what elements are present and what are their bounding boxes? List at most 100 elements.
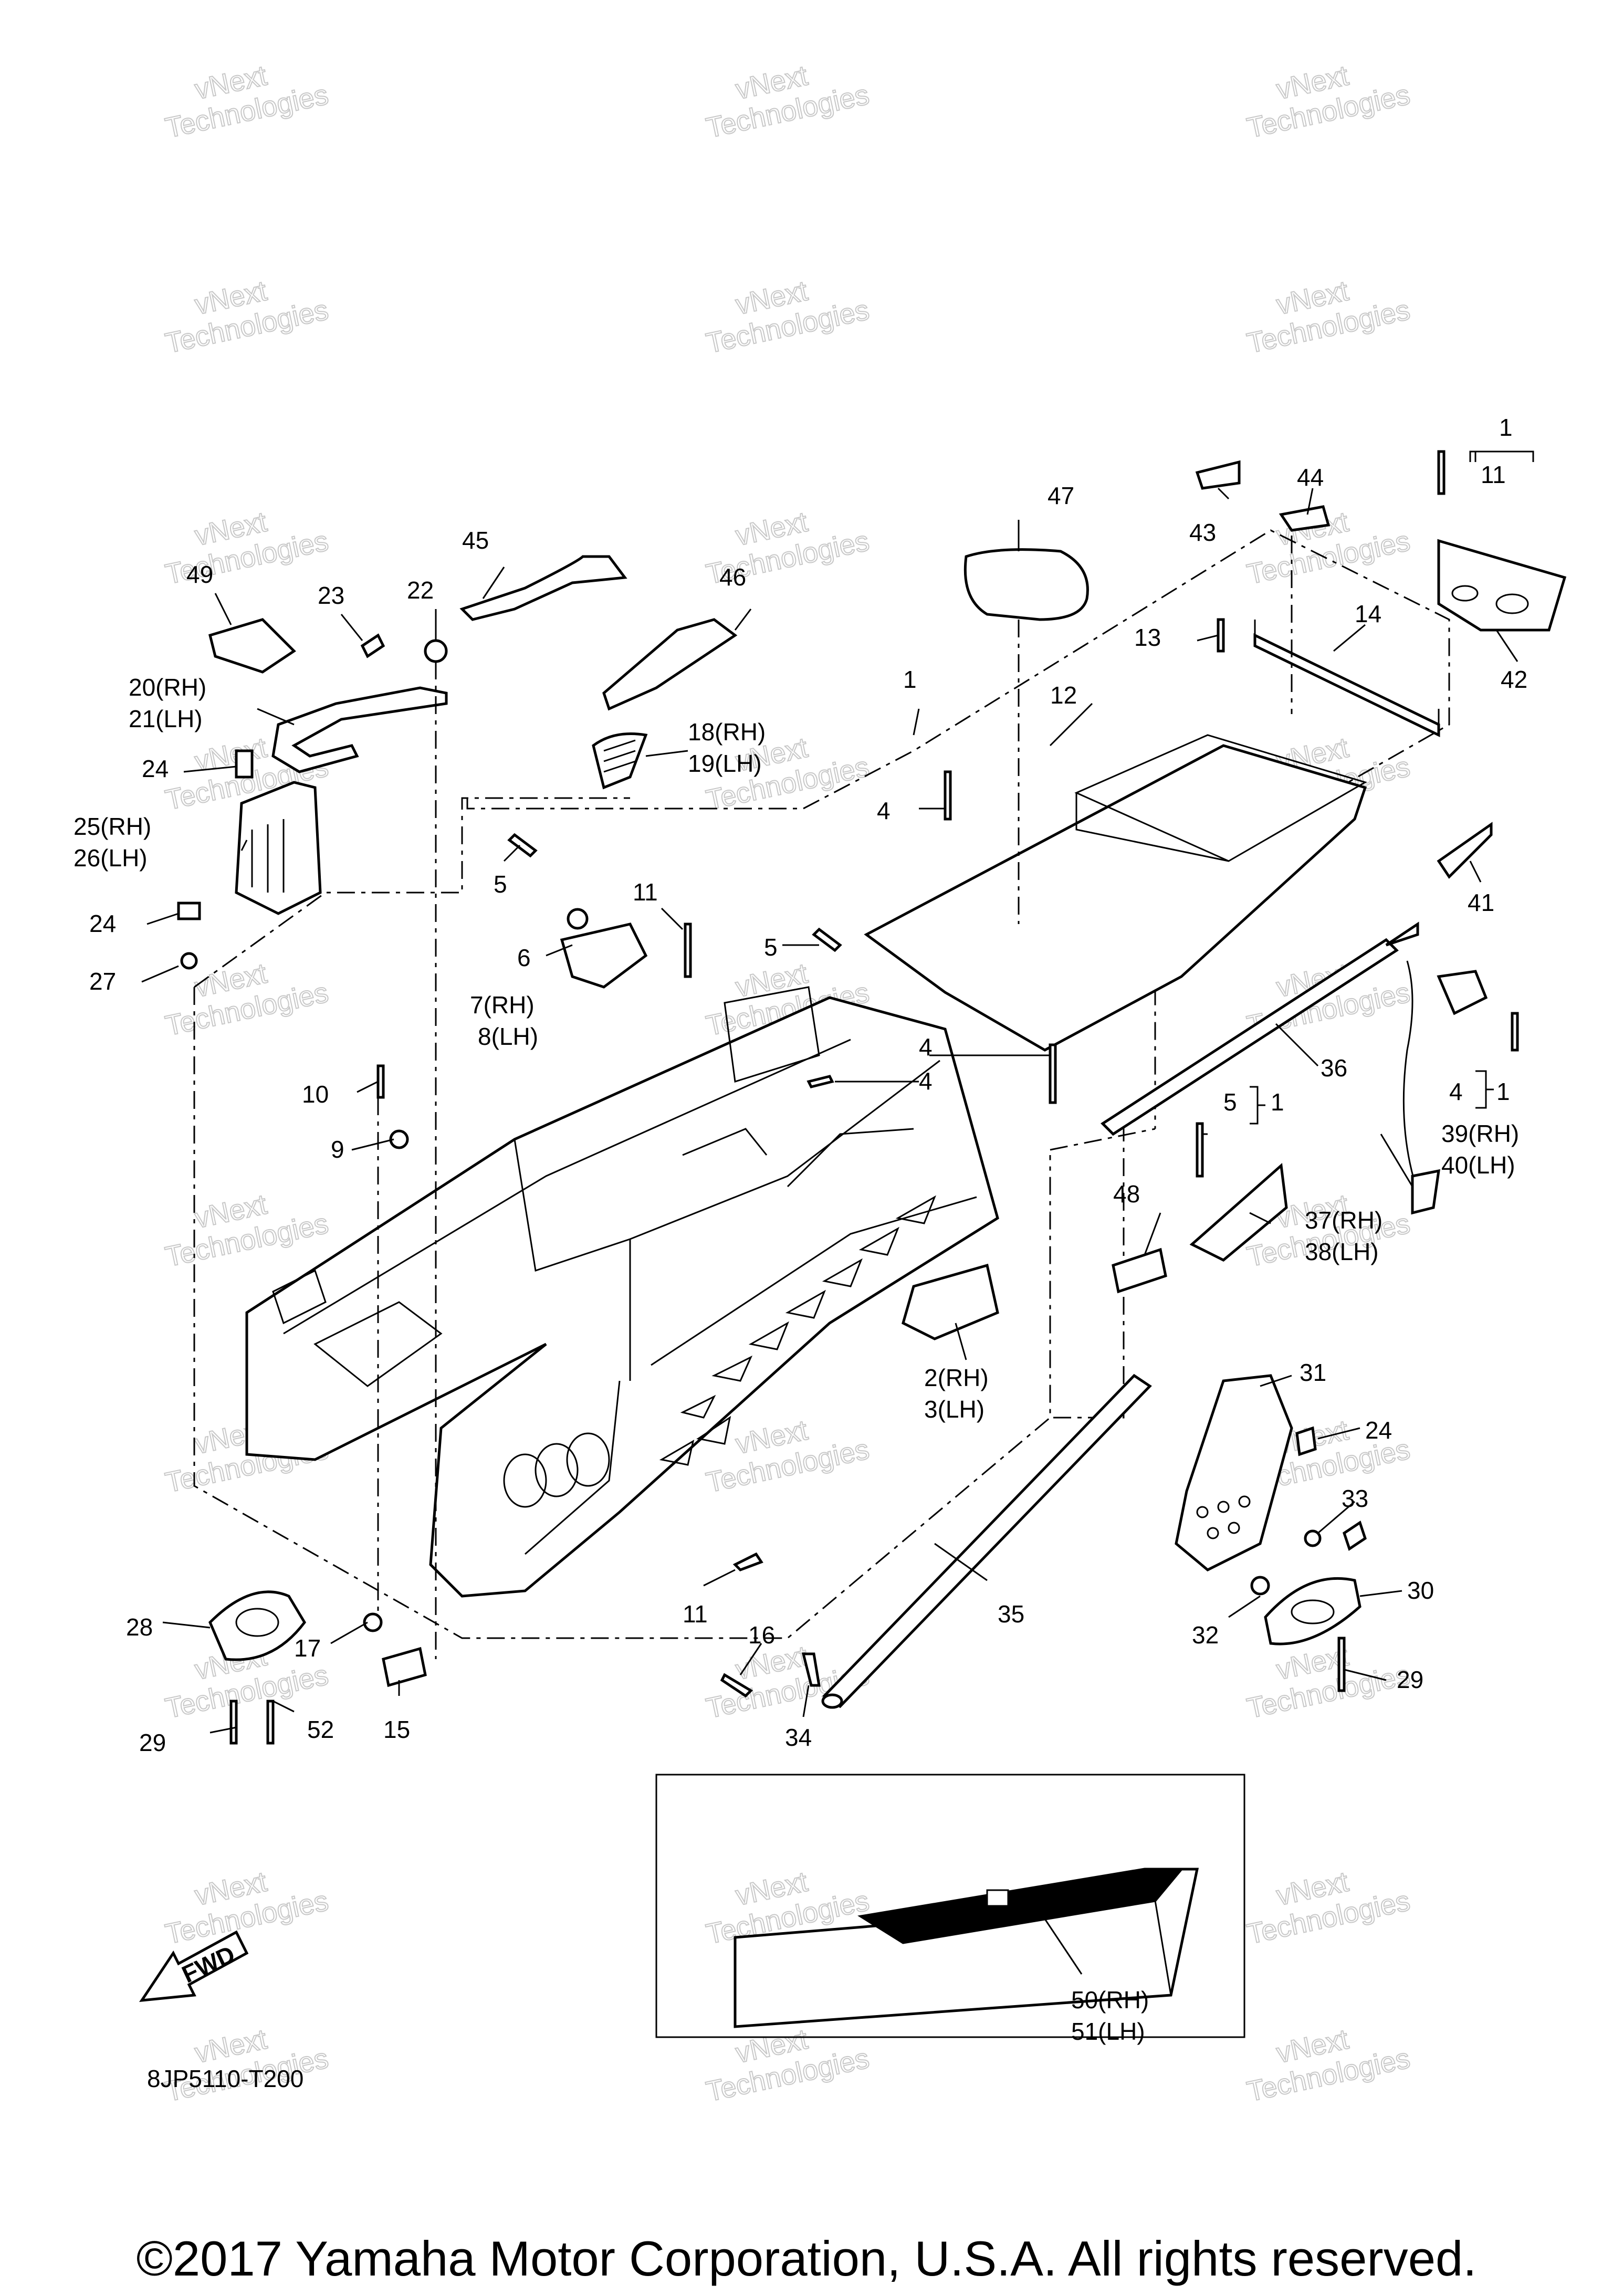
decal-inset xyxy=(655,1774,1245,2038)
pads-and-decals xyxy=(208,460,1493,879)
part-44-pad xyxy=(1279,505,1331,532)
part-28-cup xyxy=(208,1590,307,1661)
part-41-decal xyxy=(1437,822,1493,879)
callout-30: 30 xyxy=(1407,1577,1434,1604)
part-12-panel xyxy=(864,734,1367,1052)
callout-1-top: 1 xyxy=(1499,414,1513,441)
callout-11b: 11 xyxy=(633,878,658,906)
callout-50: 50(RH) xyxy=(1071,1986,1149,2014)
callout-3: 3(LH) xyxy=(924,1396,984,1423)
callout-1-right2: 1 xyxy=(1271,1088,1284,1116)
rivet-5a xyxy=(507,833,538,858)
bolt-27 xyxy=(180,952,198,970)
callout-48: 48 xyxy=(1113,1180,1140,1208)
part-25-bracket xyxy=(235,781,322,915)
part-20-bracket xyxy=(271,686,448,773)
callout-4a: 4 xyxy=(877,797,891,824)
callout-31: 31 xyxy=(1300,1359,1326,1386)
callout-39: 39(RH) xyxy=(1441,1120,1519,1147)
part-45-pad xyxy=(459,555,627,621)
part-24-nut-b xyxy=(177,901,201,920)
callout-29b: 29 xyxy=(139,1729,166,1756)
part-24-nut-c xyxy=(1295,1426,1317,1456)
callout-19: 19(LH) xyxy=(688,750,762,777)
callout-labels: 1 11 42 43 44 47 45 46 49 23 22 20(RH) 2… xyxy=(74,414,1534,2092)
rivet-4b xyxy=(806,1075,834,1088)
nut-6 xyxy=(567,908,589,930)
callout-8: 8(LH) xyxy=(478,1023,538,1050)
copyright-notice: ©2017 Yamaha Motor Corporation, U.S.A. A… xyxy=(136,2231,1477,2286)
callout-14: 14 xyxy=(1355,600,1381,627)
callout-7: 7(RH) xyxy=(470,991,535,1019)
small-brackets xyxy=(208,732,999,1687)
bolt-17 xyxy=(363,1612,383,1632)
callout-41: 41 xyxy=(1468,889,1494,916)
rivet-5b xyxy=(812,927,842,952)
part-47-pad xyxy=(963,548,1089,621)
left-brackets xyxy=(177,686,448,920)
part-30-cup xyxy=(1264,1577,1361,1645)
rivet-29b xyxy=(266,1700,275,1745)
bolt-33 xyxy=(1304,1529,1322,1547)
callout-13: 13 xyxy=(1134,624,1161,651)
callout-24a: 24 xyxy=(142,755,169,782)
rivet-4d xyxy=(1511,1012,1519,1052)
rivet-4c xyxy=(1049,1043,1057,1104)
part-48-block xyxy=(1112,1247,1167,1294)
callout-20: 20(RH) xyxy=(129,674,206,701)
callout-24b: 24 xyxy=(89,910,116,937)
rivet-34 xyxy=(801,1652,821,1687)
callout-6: 6 xyxy=(517,944,531,971)
part-18-cover xyxy=(592,732,648,790)
callout-28: 28 xyxy=(126,1613,153,1641)
part-36-rail xyxy=(1101,938,1399,1136)
callout-26: 26(LH) xyxy=(74,844,148,872)
part-35-bar xyxy=(821,1374,1152,1709)
rivet-5c xyxy=(1196,1122,1204,1178)
callout-4b: 4 xyxy=(919,1033,933,1061)
bolt-23 xyxy=(360,633,385,658)
callout-10: 10 xyxy=(302,1081,329,1108)
rivet-52 xyxy=(229,1700,238,1745)
part-24-nut-a xyxy=(235,749,254,779)
callout-45: 45 xyxy=(462,527,489,554)
callout-21: 21(LH) xyxy=(129,705,203,732)
rivet-16 xyxy=(720,1673,753,1698)
callout-2: 2(RH) xyxy=(924,1364,989,1391)
callout-49: 49 xyxy=(186,561,213,588)
callout-bracket-4d xyxy=(1475,1070,1494,1109)
callout-37: 37(RH) xyxy=(1305,1207,1382,1234)
callout-35: 35 xyxy=(998,1600,1024,1628)
callout-24c: 24 xyxy=(1365,1417,1392,1444)
callout-17: 17 xyxy=(294,1634,321,1662)
right-side-parts xyxy=(1101,921,1488,1645)
part-14-bracket xyxy=(1253,620,1440,737)
diagram-code: 8JP5110-T200 xyxy=(147,2065,303,2092)
part-43-pad xyxy=(1195,460,1241,490)
callout-23: 23 xyxy=(318,582,344,609)
rivet-11-top xyxy=(1437,450,1446,495)
callout-bracket-top xyxy=(1469,450,1534,462)
part-2-plate xyxy=(902,1263,999,1340)
callout-38: 38(LH) xyxy=(1305,1238,1379,1265)
part-39-cable xyxy=(1402,960,1419,1192)
callout-46: 46 xyxy=(719,563,746,591)
rivet-4a xyxy=(944,770,952,821)
callout-43: 43 xyxy=(1189,519,1216,546)
callout-1-mid: 1 xyxy=(903,666,917,693)
callout-22: 22 xyxy=(407,576,434,604)
callout-44: 44 xyxy=(1297,464,1324,491)
part-7-bracket xyxy=(560,922,648,989)
callout-29a: 29 xyxy=(1397,1666,1423,1693)
callout-4d: 4 xyxy=(1449,1078,1463,1105)
rivet-29a xyxy=(1337,1637,1346,1692)
part-15-plate xyxy=(382,1647,427,1687)
callout-9: 9 xyxy=(331,1136,344,1163)
callout-1-right: 1 xyxy=(1496,1078,1510,1105)
part-31-footrest xyxy=(1175,1374,1293,1571)
nut-22 xyxy=(424,639,448,663)
callout-40: 40(LH) xyxy=(1441,1151,1515,1179)
rivet-11c xyxy=(732,1552,763,1571)
callout-5a: 5 xyxy=(494,871,507,898)
rivet-13 xyxy=(1217,618,1225,653)
